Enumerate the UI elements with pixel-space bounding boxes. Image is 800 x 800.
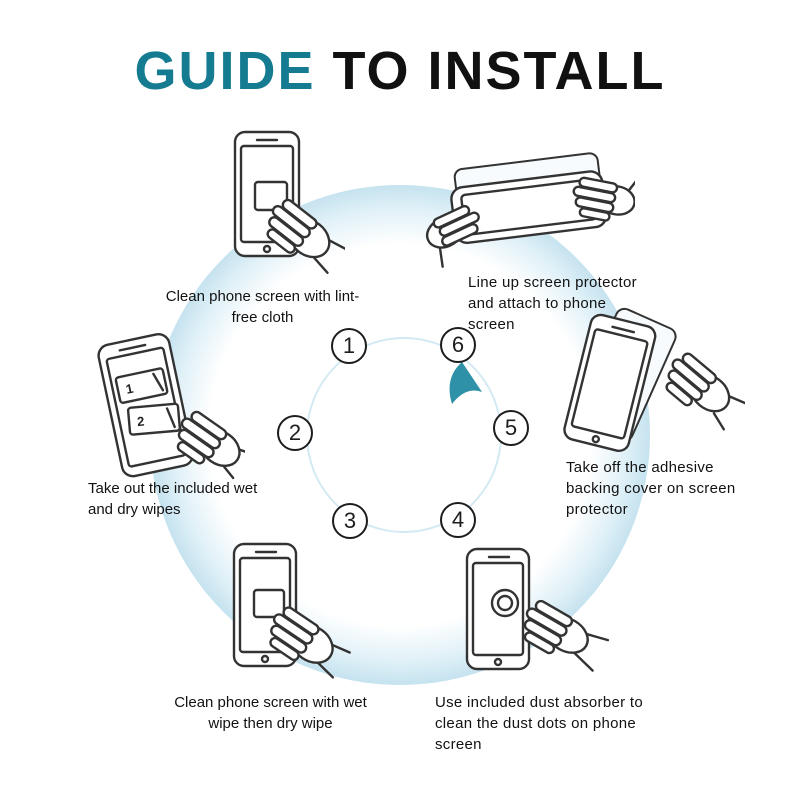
step-2-illustration: 1 2 xyxy=(97,333,245,480)
step-2-badge: 2 xyxy=(277,415,313,451)
hand-icon xyxy=(269,606,351,679)
page-title-rest: TO INSTALL xyxy=(315,41,666,101)
step-6-caption: Line up screen protector and attach to p… xyxy=(468,274,637,333)
hand-icon xyxy=(665,352,745,431)
page-title: GUIDE TO INSTALL xyxy=(0,40,800,102)
dust-absorber-icon xyxy=(490,588,520,618)
step-3-caption: Clean phone screen with wet wipe then dr… xyxy=(174,694,367,732)
step-4-illustration xyxy=(465,547,610,672)
hand-icon xyxy=(266,198,345,274)
page-title-accent: GUIDE xyxy=(134,41,316,101)
hand-icon xyxy=(523,599,610,672)
step-4-caption: Use included dust absorber to clean the … xyxy=(435,694,643,753)
inner-ring xyxy=(306,337,502,533)
phone-icon xyxy=(563,313,657,453)
step-6-badge: 6 xyxy=(440,327,476,363)
step-5-illustration xyxy=(563,307,745,453)
wet-wipe-icon xyxy=(252,588,286,619)
wipe-packet-1-icon: 1 xyxy=(114,367,169,404)
step-1-illustration xyxy=(233,130,345,274)
step-5-caption: Take off the adhesive backing cover on s… xyxy=(566,459,736,518)
step-1-caption: Clean phone screen with lint-free cloth xyxy=(165,288,360,326)
svg-text:2: 2 xyxy=(136,414,145,430)
step-2-caption: Take out the included wet and dry wipes xyxy=(88,480,258,518)
svg-text:1: 1 xyxy=(124,381,134,397)
wipe-packet-2-icon: 2 xyxy=(126,402,182,436)
left-hand-icon xyxy=(425,204,480,268)
cloth-icon xyxy=(253,180,289,212)
step-5-badge: 5 xyxy=(493,410,529,446)
step-6-illustration xyxy=(425,152,635,268)
right-hand-icon xyxy=(572,175,635,222)
step-3-illustration xyxy=(232,542,351,679)
phone-icon: 1 2 xyxy=(97,333,195,478)
center-arrow-icon xyxy=(449,362,482,404)
step-4-badge: 4 xyxy=(440,502,476,538)
step-3-badge: 3 xyxy=(332,503,368,539)
hand-icon xyxy=(176,410,245,480)
step-1-badge: 1 xyxy=(331,328,367,364)
